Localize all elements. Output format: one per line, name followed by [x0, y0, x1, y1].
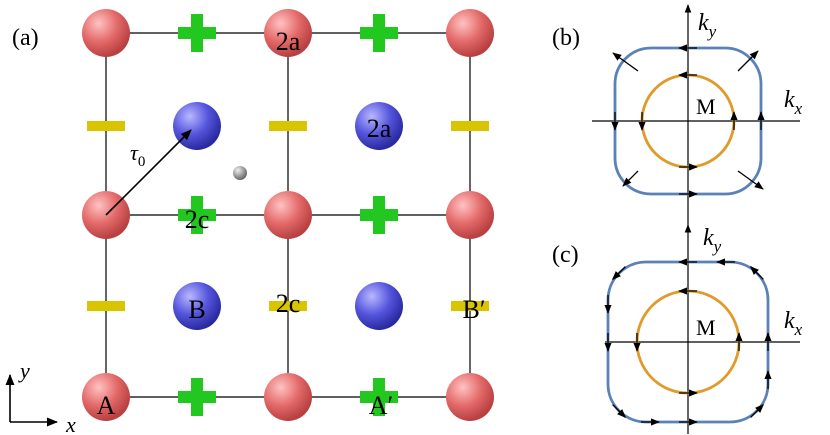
panel-b-contours	[611, 44, 765, 198]
panel-c-kx-label: kx	[784, 308, 803, 339]
minus-marker	[87, 301, 125, 311]
panel-a-label: (a)	[12, 25, 39, 51]
panel-b: (b) ky kx M	[552, 4, 803, 225]
plus-marker	[178, 14, 216, 52]
site-label-b-prime: B′	[462, 295, 485, 324]
atom-a	[264, 9, 312, 57]
site-label-a-corner: A	[97, 391, 116, 420]
tau-label: τ0	[130, 140, 145, 170]
panel-b-ky-label: ky	[698, 10, 717, 41]
plus-marker	[178, 378, 216, 416]
outer-corner-arrow	[750, 403, 765, 418]
site-label-top-mid: 2a	[276, 27, 301, 56]
panel-c: (c) ky kx M	[552, 224, 803, 434]
symmetry-markers	[87, 14, 489, 416]
atom-a	[264, 373, 312, 421]
plus-marker	[360, 196, 398, 234]
panel-c-kx-subscript: x	[794, 320, 803, 339]
plus-marker	[360, 14, 398, 52]
lattice-atoms	[82, 9, 494, 421]
panel-a: (a) τ0 2a 2a 2c 2c B B′ A A′ y x	[5, 9, 494, 435]
plus-marker	[360, 378, 398, 416]
atom-a	[446, 191, 494, 239]
minus-marker	[451, 121, 489, 131]
atom-a	[82, 373, 130, 421]
outer-corner-arrow	[737, 170, 764, 190]
atom-b	[355, 102, 403, 150]
atom-a	[446, 373, 494, 421]
panel-b-center-label: M	[696, 94, 716, 119]
tau-subscript: 0	[138, 154, 146, 170]
outer-corner-arrow	[622, 170, 639, 187]
outer-corner-arrow	[737, 50, 759, 72]
axis-indicator: y x	[5, 358, 76, 435]
axis-y-label: y	[18, 358, 30, 383]
site-label-cross-left: 2c	[185, 205, 210, 234]
atom-a	[264, 191, 312, 239]
outer-corner-arrow	[612, 404, 627, 419]
site-label-mid-center: 2c	[276, 289, 301, 318]
panel-c-ky-label: ky	[703, 225, 722, 256]
panel-b-kx-subscript: x	[794, 99, 803, 118]
panel-c-contours	[604, 258, 772, 426]
site-label-b-left: B	[188, 295, 205, 324]
panel-b-kx-label: kx	[784, 87, 803, 118]
atom-a	[446, 9, 494, 57]
atom-b	[173, 282, 221, 330]
outer-corner-arrow	[612, 52, 639, 72]
panel-c-label: (c)	[552, 242, 579, 268]
site-label-b-right: 2a	[367, 114, 392, 143]
panel-c-center-label: M	[696, 315, 716, 340]
panel-c-ky-subscript: y	[712, 237, 722, 256]
minus-marker	[269, 301, 307, 311]
atom-b	[355, 282, 403, 330]
outer-corner-arrow	[611, 266, 626, 281]
minus-marker	[269, 121, 307, 131]
minus-marker	[451, 301, 489, 311]
center-atom	[233, 166, 247, 180]
axis-x-label: x	[65, 412, 76, 435]
outer-corner-arrow	[749, 265, 764, 280]
panel-b-ky-subscript: y	[707, 22, 717, 41]
minus-marker	[87, 121, 125, 131]
panel-b-label: (b)	[552, 25, 580, 51]
atom-a	[82, 9, 130, 57]
atom-b	[173, 102, 221, 150]
site-label-a-prime: A′	[369, 391, 393, 420]
tau-vector	[105, 129, 192, 216]
plus-marker	[178, 196, 216, 234]
